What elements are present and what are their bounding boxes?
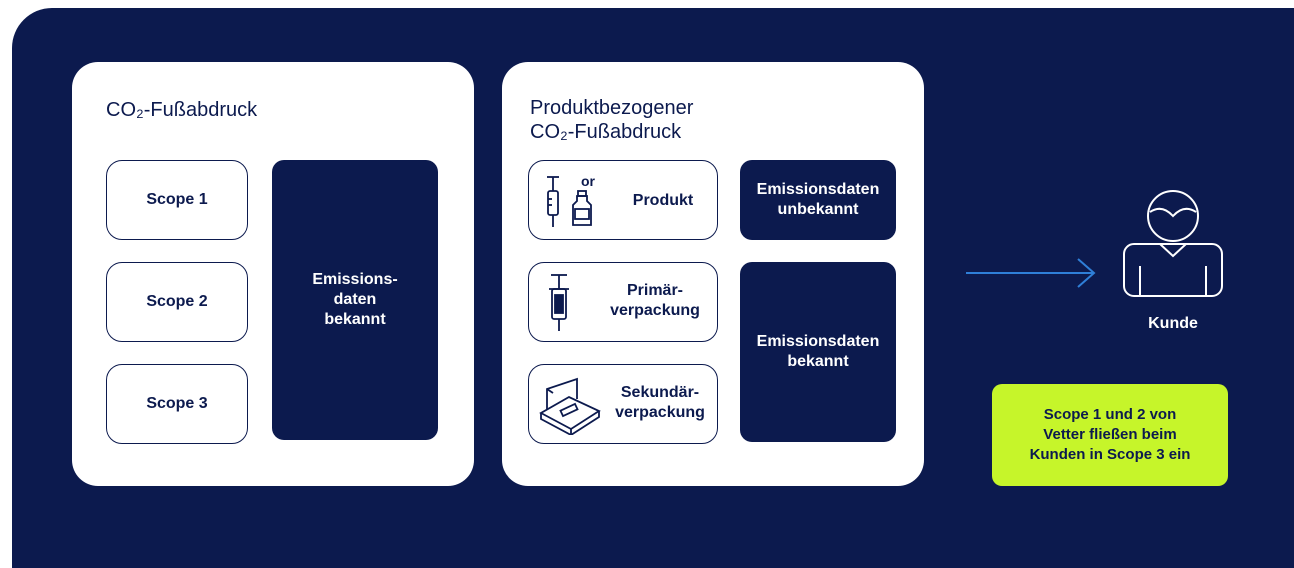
primary-packaging-label: Primär- verpackung bbox=[610, 282, 700, 319]
emissions-known-box: Emissionsdaten bekannt bbox=[740, 262, 896, 442]
scope-3-box: Scope 3 bbox=[106, 364, 248, 444]
or-label: or bbox=[581, 173, 595, 189]
card-title-line1: Produktbezogener bbox=[530, 97, 694, 119]
card-product-co2-footprint: Produktbezogener CO₂-Fußabdruck or Produ… bbox=[502, 62, 924, 486]
syringe-icon bbox=[549, 274, 569, 331]
secondary-packaging-box: Sekundär- verpackung bbox=[528, 364, 718, 444]
emissions-known-box: Emissions- daten bekannt bbox=[272, 160, 438, 440]
product-label: Produkt bbox=[632, 192, 694, 209]
person-icon bbox=[1123, 190, 1223, 297]
syringe-and-vial-icon bbox=[547, 176, 592, 227]
package-box-icon bbox=[539, 377, 601, 435]
product-box: or Produkt bbox=[528, 160, 718, 240]
card-title: CO₂-Fußabdruck bbox=[106, 99, 258, 121]
card-co2-footprint: CO₂-Fußabdruck Scope 1 Scope 2 Scope 3 E… bbox=[72, 62, 474, 486]
scope-note: Scope 1 und 2 von Vetter fließen beim Ku… bbox=[992, 384, 1228, 486]
secondary-packaging-label: Sekundär- verpackung bbox=[615, 384, 705, 421]
card-title-line2: CO₂-Fußabdruck bbox=[530, 121, 682, 143]
customer-label: Kunde bbox=[1148, 315, 1198, 332]
scope-1-box: Scope 1 bbox=[106, 160, 248, 240]
flow-arrow bbox=[966, 258, 1096, 288]
emissions-unknown-box: Emissionsdaten unbekannt bbox=[740, 160, 896, 240]
primary-packaging-box: Primär- verpackung bbox=[528, 262, 718, 342]
scope-2-box: Scope 2 bbox=[106, 262, 248, 342]
